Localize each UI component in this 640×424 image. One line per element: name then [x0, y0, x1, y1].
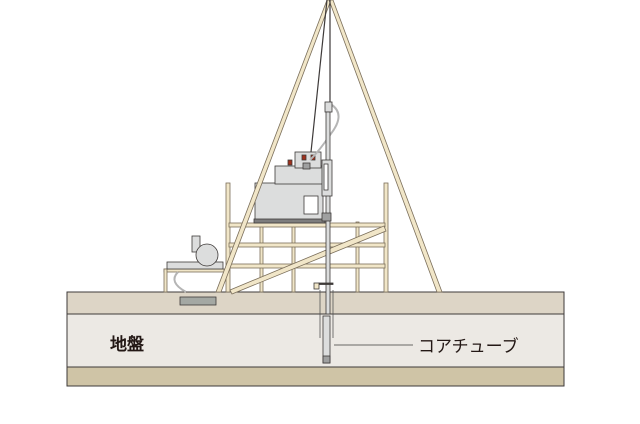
ground-top-layer: [66, 291, 565, 315]
base-plate: [179, 296, 217, 306]
scaffold-post: [291, 221, 296, 293]
generator-stand-leg: [163, 268, 168, 293]
drill-machine: [253, 151, 326, 224]
scaffold-beam: [228, 263, 386, 269]
scaffold-brace: [229, 225, 387, 295]
tripod-leg-left: [215, 0, 332, 293]
scaffold-post: [225, 182, 231, 293]
scaffold-post: [355, 221, 360, 293]
ground-bottom-layer: [66, 366, 565, 387]
generator: [166, 235, 224, 293]
core-tube-label: コアチューブ: [418, 337, 519, 357]
scaffold-beam: [228, 222, 386, 228]
scaffold-beam: [228, 242, 386, 248]
ground: [66, 291, 565, 387]
scaffold-post: [383, 182, 389, 293]
ground-label: 地盤: [110, 335, 144, 355]
generator-stand: [163, 268, 225, 273]
tripod-leg-right: [328, 0, 443, 293]
ground-middle-layer: [66, 313, 565, 368]
scaffold: [163, 182, 389, 295]
tripod: [215, 0, 443, 293]
drill-rod: [309, 101, 340, 364]
